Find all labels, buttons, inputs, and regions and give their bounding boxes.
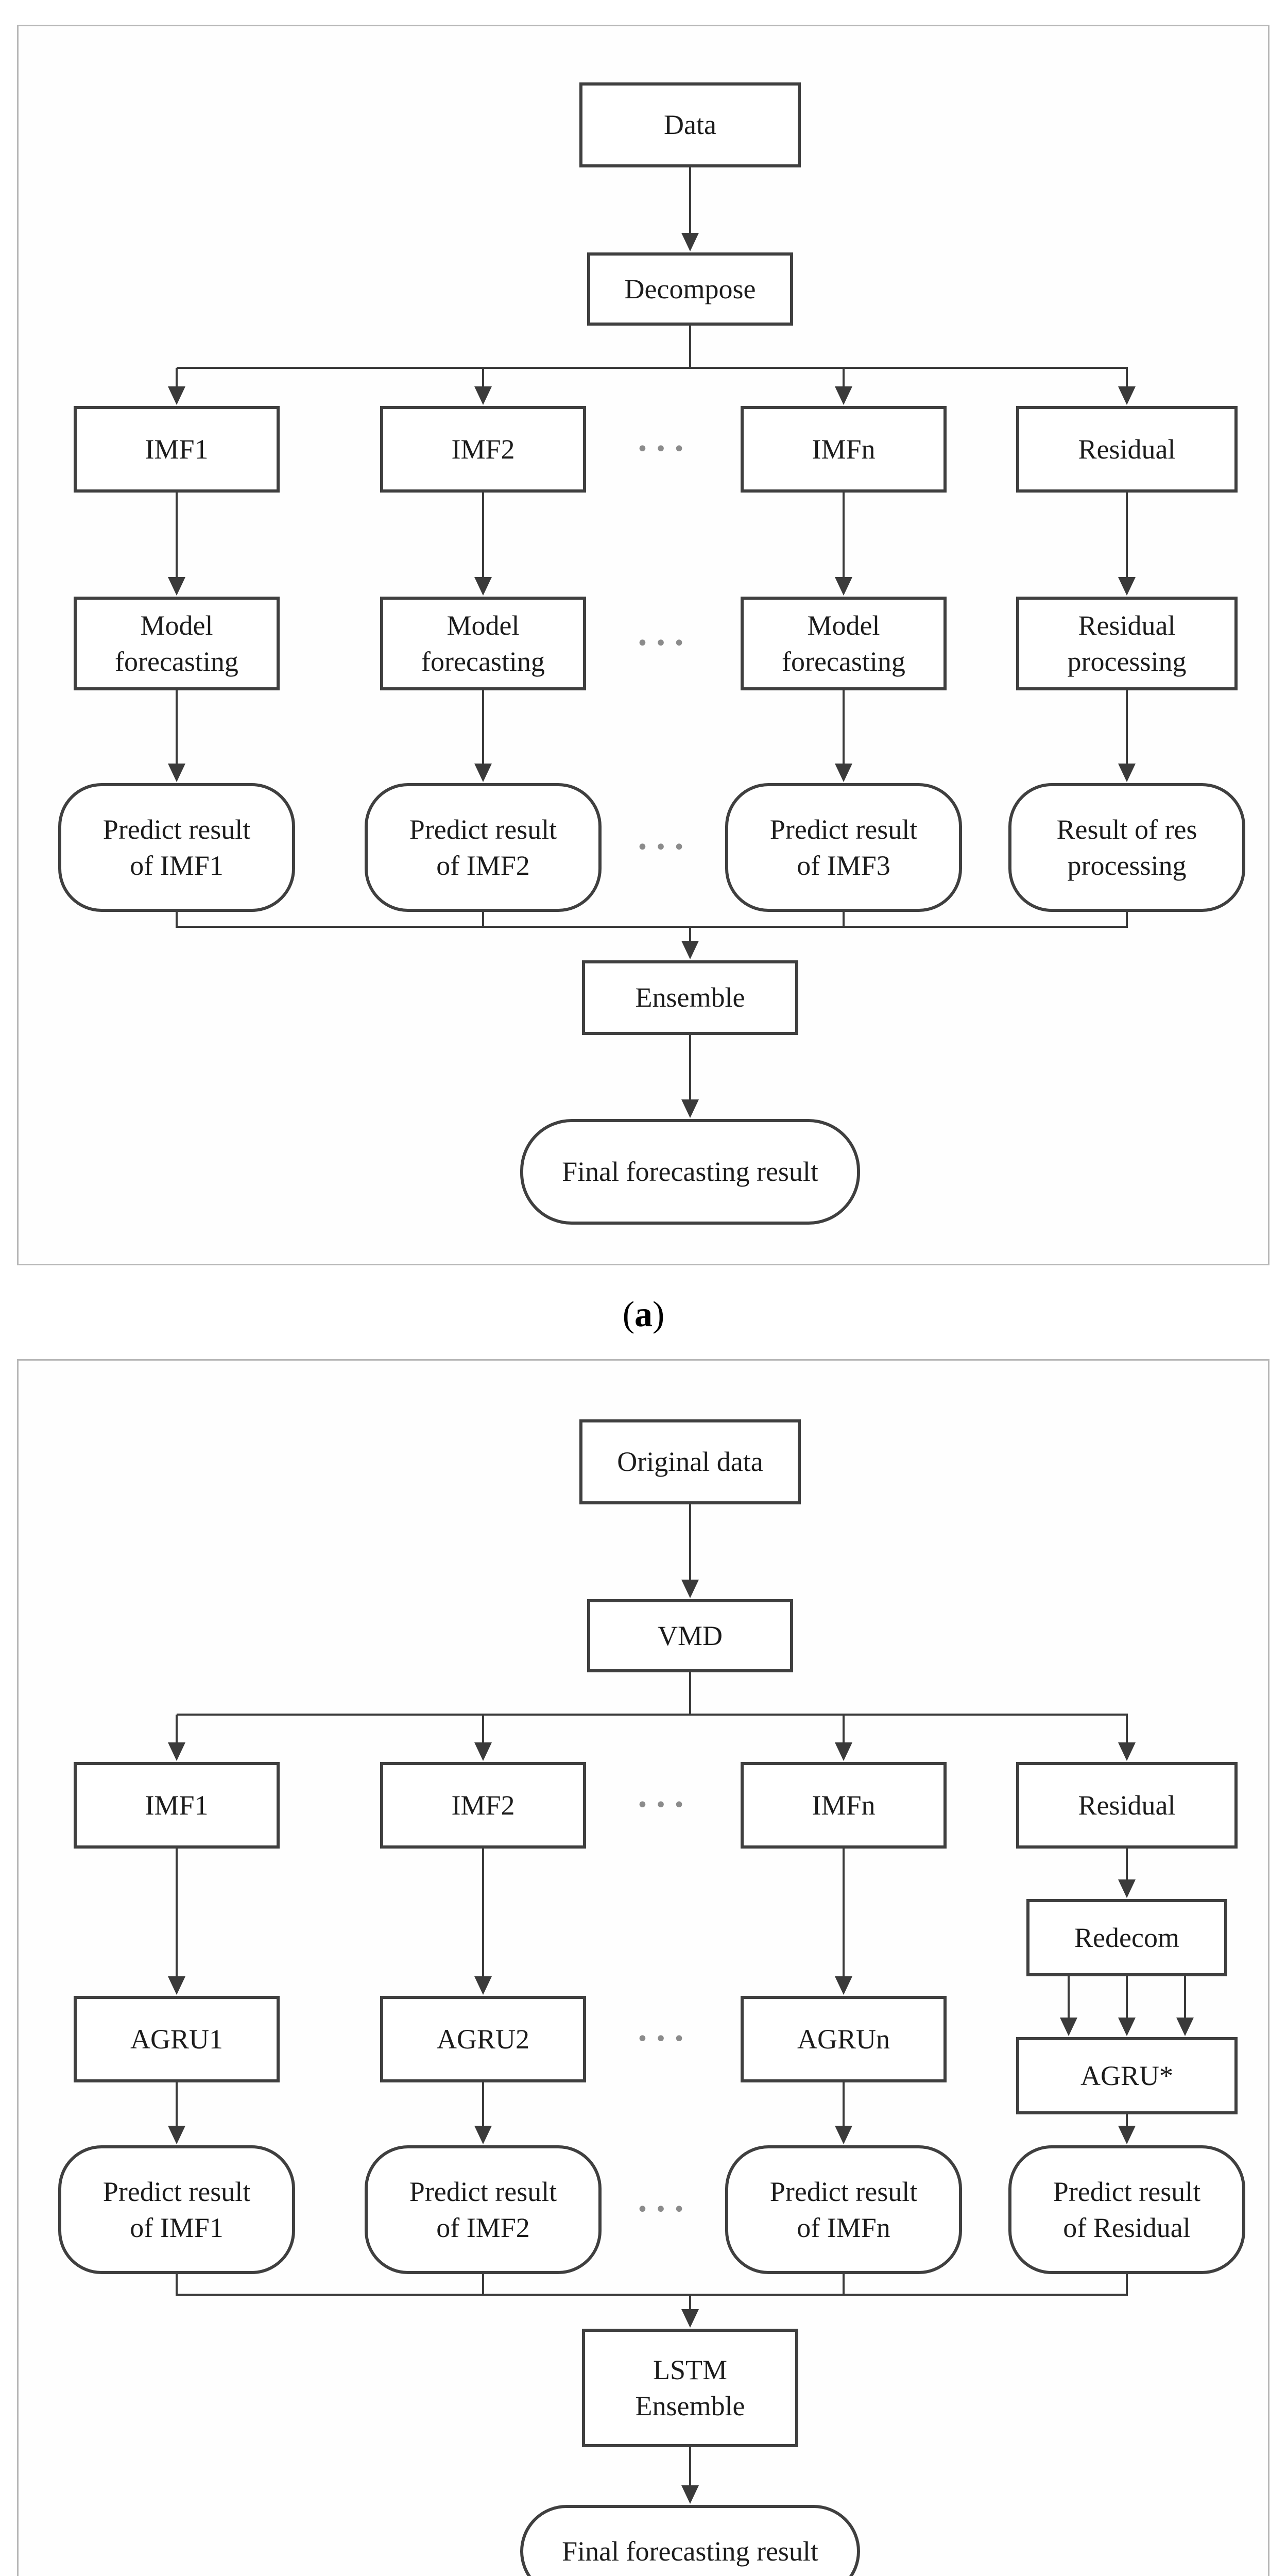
res-processing-result-pill: Result of res processing xyxy=(1008,783,1245,912)
flow-arrow xyxy=(681,1035,699,1118)
flow-arrow xyxy=(835,493,852,596)
final-result-pill: Final forecasting result xyxy=(520,1119,860,1225)
flow-arrow xyxy=(1118,690,1136,782)
branch-arrow-imf2 xyxy=(474,1715,492,1761)
redecom-arrow-left xyxy=(1060,1976,1077,2036)
flow-arrow xyxy=(168,1849,185,1995)
data-box: Data xyxy=(579,82,801,167)
agru-star-box: AGRU* xyxy=(1016,2037,1238,2114)
flow-arrow xyxy=(168,690,185,782)
branch-arrow-residual xyxy=(1118,368,1136,405)
flow-arrow xyxy=(681,2447,699,2504)
flow-arrow xyxy=(474,690,492,782)
caption-a-letter: a xyxy=(634,1295,653,1334)
residual-box-b: Residual xyxy=(1016,1762,1238,1849)
ellipsis-dots: ••• xyxy=(636,2198,692,2222)
branch-line xyxy=(177,367,1128,369)
agrun-box: AGRUn xyxy=(741,1996,947,2082)
ellipsis-dots: ••• xyxy=(636,437,692,461)
model-forecasting-box-3: Model forecasting xyxy=(741,597,947,690)
redecom-arrow-mid xyxy=(1118,1976,1136,2036)
redecom-box: Redecom xyxy=(1026,1899,1227,1976)
branch-arrow-imfn xyxy=(835,368,852,405)
connector-line xyxy=(1126,2274,1128,2296)
residual-box: Residual xyxy=(1016,406,1238,493)
predict-imf2-pill: Predict result of IMF2 xyxy=(365,783,602,912)
connector-line xyxy=(843,912,845,928)
flow-arrow xyxy=(835,690,852,782)
flow-arrow xyxy=(835,2082,852,2144)
branch-arrow-imf1 xyxy=(168,368,185,405)
collect-line xyxy=(177,926,1128,928)
imf2-box-b: IMF2 xyxy=(380,1762,586,1849)
flow-arrow xyxy=(1118,1849,1136,1898)
decompose-box: Decompose xyxy=(587,252,793,326)
branch-arrow-residual xyxy=(1118,1715,1136,1761)
caption-a: (a) xyxy=(0,1294,1287,1335)
branch-arrow-imfn xyxy=(835,1715,852,1761)
model-forecasting-box-2: Model forecasting xyxy=(380,597,586,690)
predict-residual-pill-b: Predict result of Residual xyxy=(1008,2145,1245,2274)
flow-arrow xyxy=(168,2082,185,2144)
flow-arrow xyxy=(681,928,699,959)
ensemble-box: Ensemble xyxy=(582,960,798,1035)
imfn-box: IMFn xyxy=(741,406,947,493)
connector-line xyxy=(176,912,178,928)
caption-a-open: ( xyxy=(622,1295,634,1334)
ellipsis-dots: ••• xyxy=(636,2027,692,2051)
imf2-box: IMF2 xyxy=(380,406,586,493)
predict-imf1-pill: Predict result of IMF1 xyxy=(58,783,295,912)
redecom-arrow-right xyxy=(1176,1976,1194,2036)
model-forecasting-box-1: Model forecasting xyxy=(74,597,280,690)
flow-arrow xyxy=(168,493,185,596)
predict-imfn-pill-b: Predict result of IMFn xyxy=(725,2145,962,2274)
branch-arrow-imf2 xyxy=(474,368,492,405)
predict-imf2-pill-b: Predict result of IMF2 xyxy=(365,2145,602,2274)
connector-line xyxy=(176,2274,178,2296)
predict-imf3-pill: Predict result of IMF3 xyxy=(725,783,962,912)
vmd-box: VMD xyxy=(587,1599,793,1672)
predict-imf1-pill-b: Predict result of IMF1 xyxy=(58,2145,295,2274)
imf1-box: IMF1 xyxy=(74,406,280,493)
connector-line xyxy=(689,1672,691,1716)
imf1-box-b: IMF1 xyxy=(74,1762,280,1849)
imfn-box-b: IMFn xyxy=(741,1762,947,1849)
agru1-box: AGRU1 xyxy=(74,1996,280,2082)
branch-line xyxy=(177,1714,1128,1716)
connector-line xyxy=(689,326,691,369)
connector-line xyxy=(1126,912,1128,928)
original-data-box: Original data xyxy=(579,1419,801,1504)
branch-arrow-imf1 xyxy=(168,1715,185,1761)
flow-arrow xyxy=(681,1504,699,1598)
connector-line xyxy=(482,912,484,928)
flow-arrow xyxy=(1118,493,1136,596)
flow-arrow xyxy=(1118,2114,1136,2144)
connector-line xyxy=(482,2274,484,2296)
ellipsis-dots: ••• xyxy=(636,836,692,859)
collect-line xyxy=(177,2294,1128,2296)
flow-arrow xyxy=(681,167,699,251)
connector-line xyxy=(843,2274,845,2296)
final-result-pill-b: Final forecasting result xyxy=(520,2505,860,2576)
flow-arrow xyxy=(474,1849,492,1995)
flow-arrow xyxy=(474,2082,492,2144)
caption-a-close: ) xyxy=(653,1295,665,1334)
flow-arrow xyxy=(681,2296,699,2328)
ellipsis-dots: ••• xyxy=(636,1793,692,1817)
agru2-box: AGRU2 xyxy=(380,1996,586,2082)
residual-processing-box: Residual processing xyxy=(1016,597,1238,690)
flow-arrow xyxy=(835,1849,852,1995)
lstm-ensemble-box: LSTM Ensemble xyxy=(582,2329,798,2447)
flow-arrow xyxy=(474,493,492,596)
ellipsis-dots: ••• xyxy=(636,632,692,655)
